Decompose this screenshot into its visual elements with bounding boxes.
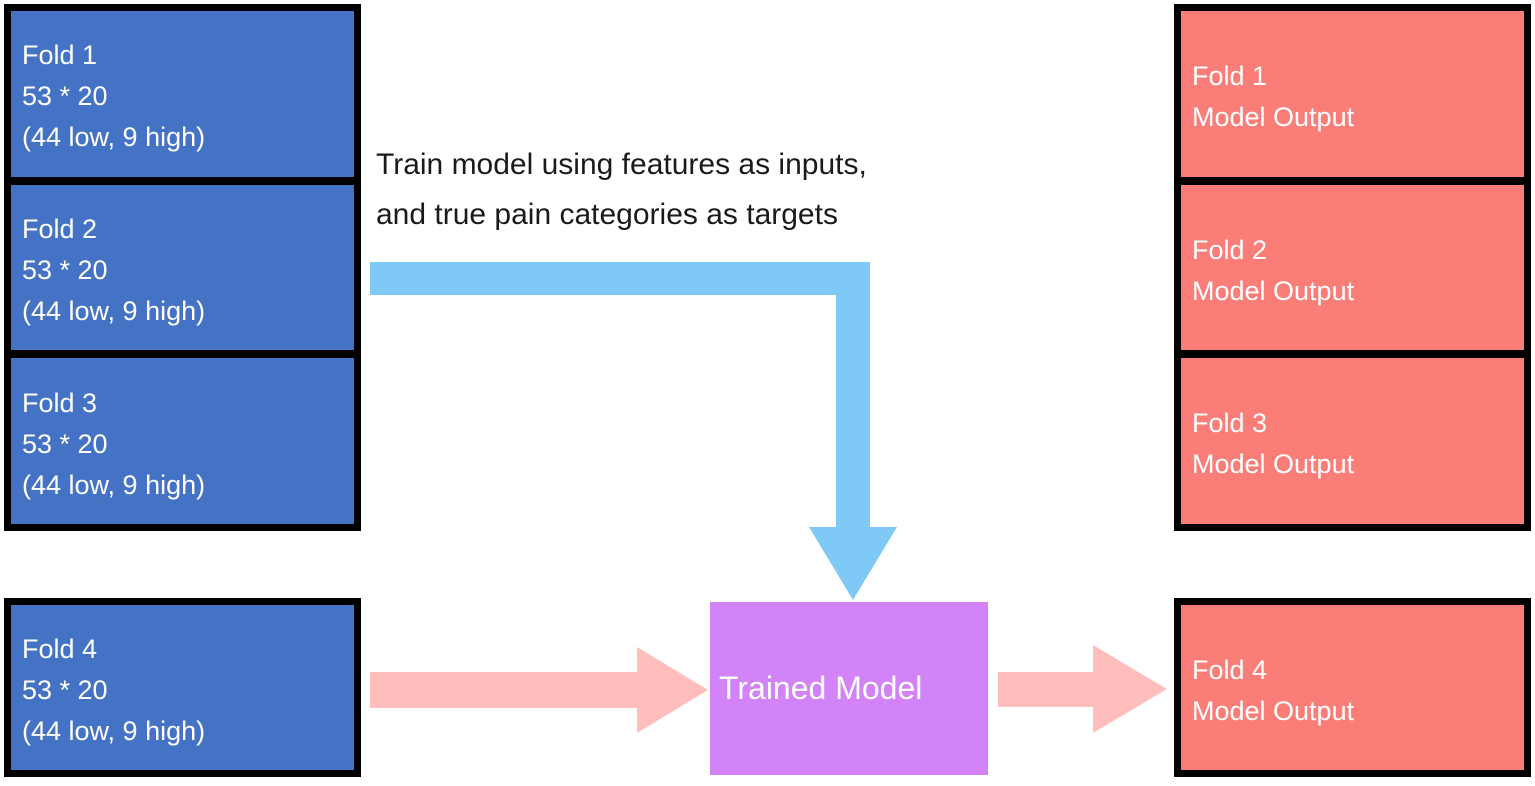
fold3-output-box: Fold 3 Model Output bbox=[1181, 358, 1524, 525]
fold4-box: Fold 4 53 * 20 (44 low, 9 high) bbox=[11, 605, 354, 770]
train-annotation-line2: and true pain categories as targets bbox=[376, 198, 838, 231]
fold-composition: (44 low, 9 high) bbox=[22, 716, 206, 746]
fold2-output-box: Fold 2 Model Output bbox=[1181, 184, 1524, 351]
output-title: Fold 1 bbox=[1192, 60, 1268, 91]
trained-model-label: Trained Model bbox=[719, 670, 923, 706]
fold1-box: Fold 1 53 * 20 (44 low, 9 high) bbox=[11, 11, 354, 177]
output-subtitle: Model Output bbox=[1192, 449, 1355, 480]
output-title: Fold 2 bbox=[1192, 234, 1268, 265]
trained-model-box: Trained Model bbox=[710, 602, 988, 775]
fold4-box-outer: Fold 4 53 * 20 (44 low, 9 high) bbox=[4, 598, 361, 777]
fold-title: Fold 2 bbox=[22, 214, 98, 244]
fold1-output-box: Fold 1 Model Output bbox=[1181, 11, 1524, 177]
fold-size: 53 * 20 bbox=[22, 675, 108, 705]
fold-title: Fold 1 bbox=[22, 40, 98, 71]
fold3-box: Fold 3 53 * 20 (44 low, 9 high) bbox=[11, 358, 354, 525]
train-annotation-line1: Train model using features as inputs, bbox=[376, 148, 867, 181]
fold4-output-box-outer: Fold 4 Model Output bbox=[1174, 598, 1531, 777]
model-output-arrow bbox=[998, 645, 1167, 733]
output-subtitle: Model Output bbox=[1192, 101, 1355, 132]
train-elbow-arrow bbox=[370, 262, 897, 600]
fold-title: Fold 4 bbox=[22, 634, 98, 664]
fold-title: Fold 3 bbox=[22, 387, 98, 418]
fold-size: 53 * 20 bbox=[22, 255, 108, 285]
output-title: Fold 4 bbox=[1192, 654, 1268, 685]
fold4-input-arrow bbox=[370, 647, 708, 733]
output-subtitle: Model Output bbox=[1192, 275, 1355, 306]
output-title: Fold 3 bbox=[1192, 408, 1268, 439]
fold-composition: (44 low, 9 high) bbox=[22, 122, 206, 153]
fold-size: 53 * 20 bbox=[22, 81, 108, 112]
fold-composition: (44 low, 9 high) bbox=[22, 296, 206, 326]
fold4-output-box: Fold 4 Model Output bbox=[1181, 605, 1524, 770]
fold2-box: Fold 2 53 * 20 (44 low, 9 high) bbox=[11, 184, 354, 351]
output-subtitle: Model Output bbox=[1192, 695, 1355, 726]
fold-composition: (44 low, 9 high) bbox=[22, 469, 206, 500]
train-folds-stack: Fold 1 53 * 20 (44 low, 9 high) Fold 2 5… bbox=[4, 4, 361, 531]
output-stack: Fold 1 Model Output Fold 2 Model Output … bbox=[1174, 4, 1531, 531]
train-annotation: Train model using features as inputs, an… bbox=[376, 140, 867, 240]
fold-size: 53 * 20 bbox=[22, 428, 108, 459]
